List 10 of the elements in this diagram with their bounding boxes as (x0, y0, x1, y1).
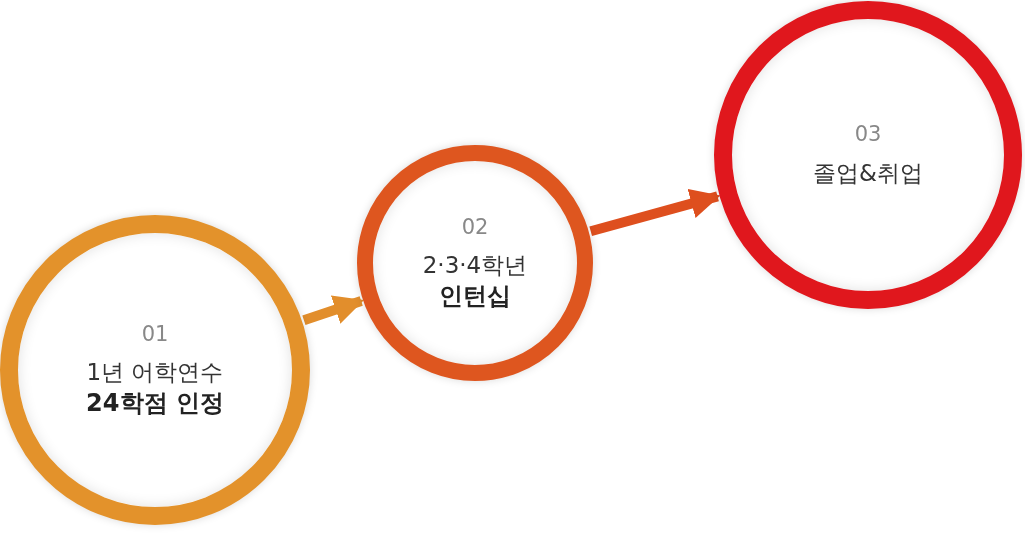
arrow (589, 189, 721, 237)
step-label: 24학점 인정 (86, 388, 224, 419)
step-label: 인턴십 (439, 281, 511, 312)
step-label: 1년 어학연수 (86, 358, 224, 388)
arrow (302, 295, 365, 325)
step-number: 02 (461, 213, 489, 241)
step-label: 2·3·4학년 (422, 251, 528, 281)
step-label: 졸업&취업 (813, 158, 923, 188)
step-number: 01 (141, 320, 169, 348)
step-number: 03 (854, 121, 882, 149)
